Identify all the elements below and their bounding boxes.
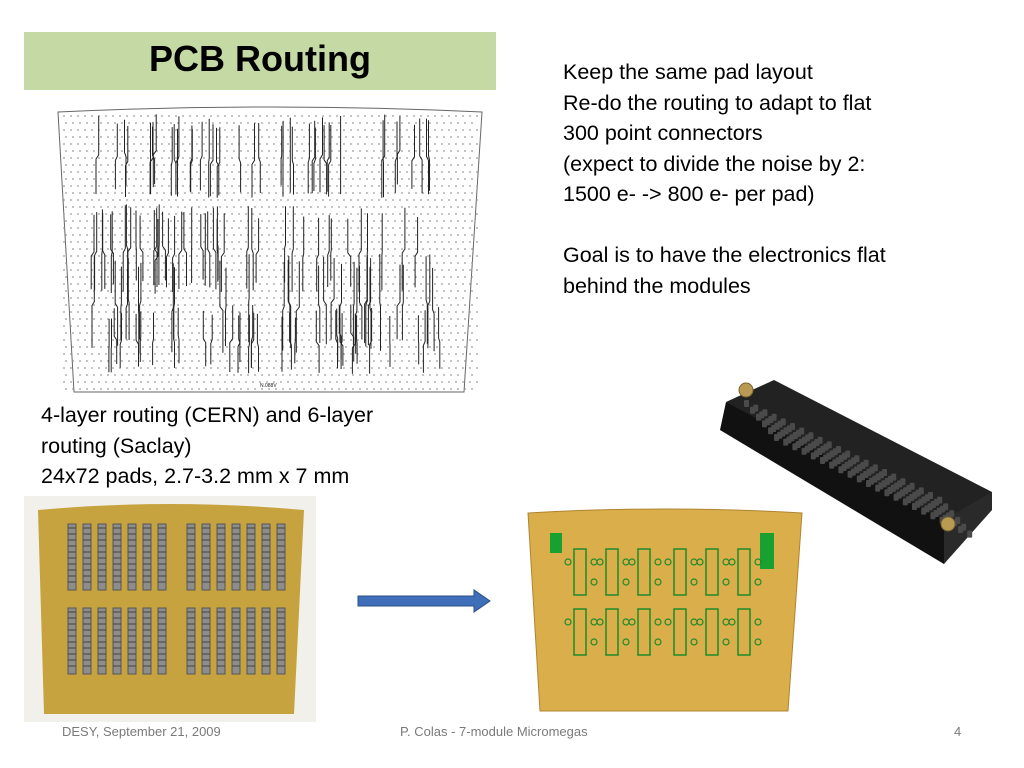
blank-line (563, 210, 1003, 241)
pcb-photo (24, 496, 316, 722)
right-line: behind the modules (563, 273, 751, 298)
right-line: Goal is to have the electronics flat (563, 243, 886, 267)
routing-label: N.088V (260, 383, 277, 389)
left-line: 4-layer routing (CERN) and 6-layer (41, 403, 374, 427)
footer-author: P. Colas - 7-module Micromegas (400, 724, 588, 739)
right-arrow (357, 589, 491, 613)
footer-date: DESY, September 21, 2009 (62, 724, 221, 739)
slide-title-box: PCB Routing (24, 32, 496, 90)
left-line: routing (Saclay) (41, 433, 192, 458)
left-line: 24x72 pads, 2.7-3.2 mm x 7 mm (41, 464, 350, 488)
pcb-layout-drawing (527, 508, 803, 712)
slide-title: PCB Routing (149, 38, 371, 79)
right-text-block: Keep the same pad layout Re-do the routi… (563, 57, 1003, 301)
right-line: Re-do the routing to adapt to flat (563, 90, 872, 115)
left-text-block: 4-layer routing (CERN) and 6-layer routi… (41, 400, 461, 492)
connector-image (720, 380, 992, 564)
right-line: 1500 e- -> 800 e- per pad) (563, 182, 815, 206)
right-line: 300 point connectors (563, 121, 763, 145)
right-line: (expect to divide the noise by 2: (563, 151, 866, 176)
page-number: 4 (954, 724, 962, 739)
routing-drawing: N.088V (57, 106, 483, 393)
right-line: Keep the same pad layout (563, 60, 813, 84)
